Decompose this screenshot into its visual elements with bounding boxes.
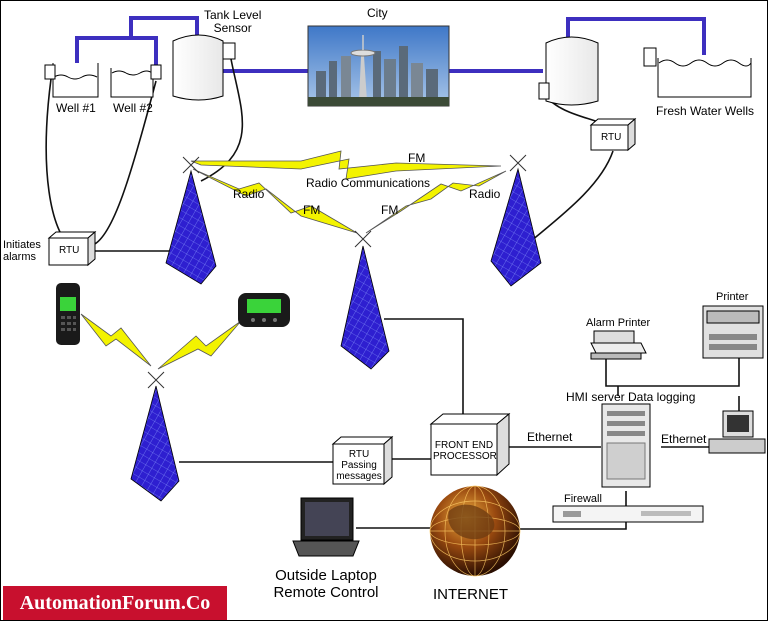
firewall	[552, 505, 704, 523]
well-to-tank-pipe	[129, 16, 199, 39]
fm-right-label: FM	[381, 203, 399, 217]
internet-globe	[429, 485, 521, 577]
laptop	[292, 497, 360, 557]
ethernet-left-label: Ethernet	[527, 430, 573, 444]
rtu-left-label: RTU	[59, 245, 80, 256]
hmi-server-label: HMI server Data logging	[566, 390, 696, 404]
well-2	[110, 64, 162, 98]
storage-tank-left	[172, 34, 236, 101]
well-1	[44, 63, 99, 98]
printer-label: Printer	[716, 291, 749, 303]
front-end-processor	[429, 412, 511, 477]
alarm-printer	[590, 330, 647, 360]
radio-right-label: Radio	[469, 187, 501, 201]
ethernet-right-label: Ethernet	[661, 432, 707, 446]
city-image	[307, 25, 450, 107]
city-label: City	[367, 6, 388, 20]
well-2-label: Well #2	[113, 101, 153, 115]
water-pipes	[75, 16, 706, 73]
lightning-bolts	[80, 150, 507, 370]
fm-top-label: FM	[408, 151, 426, 165]
fresh-well-pipe	[566, 17, 706, 55]
rtu-top-right	[589, 117, 637, 152]
fresh-water-wells	[643, 47, 752, 98]
cell-phone	[56, 283, 80, 345]
alarm-printer-label: Alarm Printer	[586, 317, 651, 329]
workstation	[708, 410, 766, 454]
hmi-server	[601, 403, 651, 488]
radio-left-label: Radio	[233, 187, 265, 201]
internet-label: INTERNET	[433, 586, 508, 603]
storage-tank-right	[538, 36, 599, 106]
rtu-left	[47, 230, 97, 267]
radio-towers	[130, 167, 542, 502]
rtu-top-label: RTU	[601, 132, 622, 143]
well-pipe	[75, 36, 158, 68]
well-1-label: Well #1	[56, 101, 96, 115]
printer	[702, 305, 764, 359]
pager	[238, 293, 290, 327]
fresh-water-wells-label: Fresh Water Wells	[656, 104, 755, 118]
brand-watermark: AutomationForum.Co	[3, 586, 227, 620]
rtu-passing	[331, 435, 394, 486]
antenna-crosses	[147, 154, 527, 389]
fm-left-label: FM	[303, 203, 321, 217]
cables	[45, 58, 740, 530]
firewall-label: Firewall	[564, 493, 602, 505]
radio-communications-label: Radio Communications	[306, 176, 431, 190]
